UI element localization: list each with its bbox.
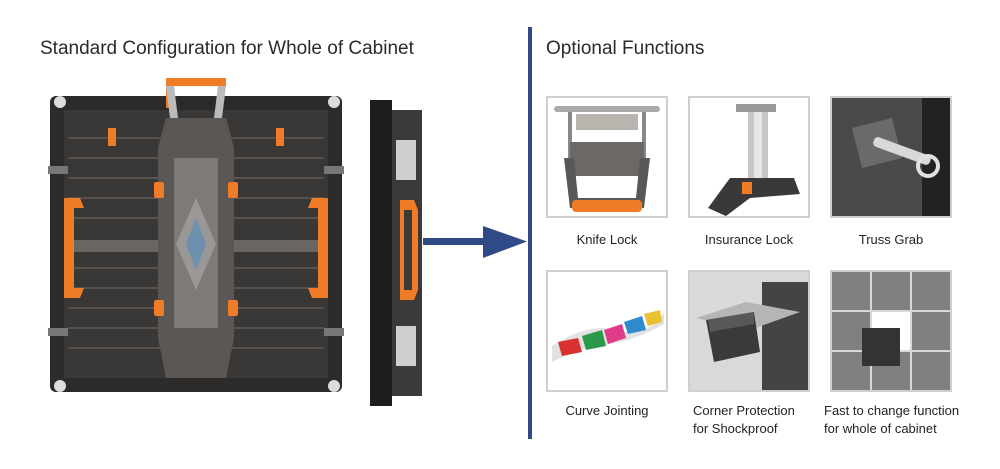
feature-label-corner-protection-line1: Corner Protection: [693, 403, 795, 418]
left-section-title: Standard Configuration for Whole of Cabi…: [40, 38, 414, 59]
feature-label-knife-lock: Knife Lock: [576, 232, 638, 247]
feature-label-insurance-lock: Insurance Lock: [704, 232, 794, 247]
feature-label-curve-jointing: Curve Jointing: [565, 403, 649, 418]
feature-label-corner-protection-line2: for Shockproof: [693, 421, 778, 436]
feature-label-fast-change-line1: Fast to change function: [824, 403, 960, 418]
cabinet-front-image: [48, 78, 344, 392]
cabinet-side-image: [370, 100, 422, 406]
fast-change-function-image: [830, 270, 952, 392]
feature-label-corner-protection: Corner Protection for Shockproof: [693, 402, 795, 438]
right-section-title: Optional Functions: [546, 38, 705, 59]
curve-jointing-image: [546, 270, 668, 392]
knife-lock-image: [546, 96, 668, 218]
insurance-lock-image: [688, 96, 810, 218]
feature-label-truss-grab: Truss Grab: [858, 232, 924, 247]
feature-label-fast-change-line2: for whole of cabinet: [824, 421, 937, 436]
corner-protection-image: [688, 270, 810, 392]
section-divider: [528, 27, 532, 439]
arrow-right-icon: [423, 226, 527, 258]
feature-label-fast-change: Fast to change function for whole of cab…: [824, 402, 959, 438]
truss-grab-image: [830, 96, 952, 218]
